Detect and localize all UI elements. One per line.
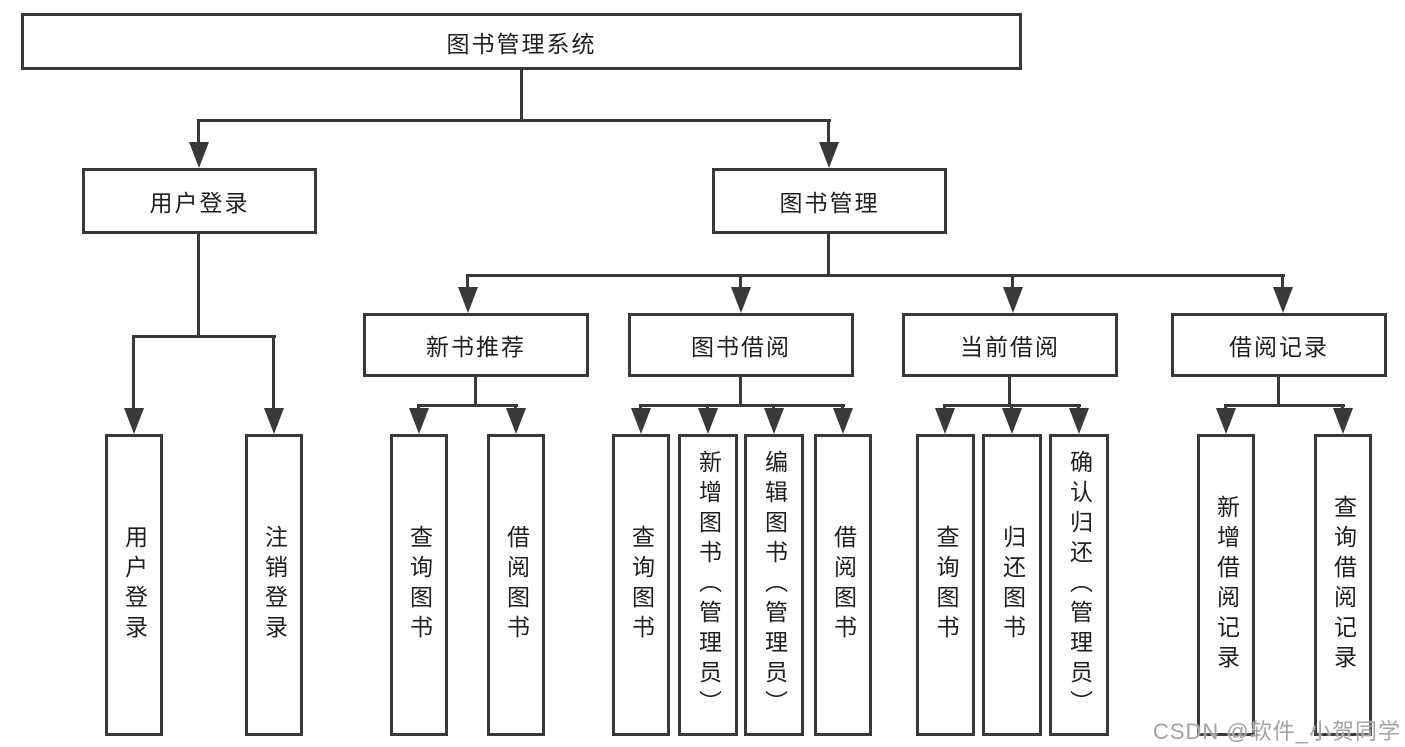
node-label: 查询图书 xyxy=(628,525,655,645)
node-current-borrow: 当前借阅 xyxy=(902,313,1118,377)
arrow-down-icon xyxy=(631,408,651,434)
connector-line xyxy=(1277,377,1280,406)
connector-line xyxy=(1011,275,1014,290)
arrow-down-icon xyxy=(506,408,526,434)
node-label: 注销登录 xyxy=(261,525,288,645)
connector-line xyxy=(272,336,275,411)
arrow-down-icon xyxy=(819,142,839,168)
node-user-login: 用户登录 xyxy=(82,168,317,234)
arrow-down-icon xyxy=(124,408,144,434)
node-label: 图书管理 xyxy=(779,190,880,216)
arrow-down-icon xyxy=(1002,408,1022,434)
connector-line xyxy=(827,234,830,276)
watermark: CSDN @软件_小贺同学 xyxy=(1152,719,1401,744)
arrow-down-icon xyxy=(833,408,853,434)
node-label: 新增借阅记录 xyxy=(1213,495,1240,675)
leaf-query-books-current: 查询图书 xyxy=(916,434,975,736)
connector-line xyxy=(1281,275,1284,290)
leaf-query-borrow-record: 查询借阅记录 xyxy=(1314,434,1372,736)
connector-line xyxy=(197,234,200,337)
node-label: 新书推荐 xyxy=(426,334,526,360)
leaf-query-books-borrow: 查询图书 xyxy=(612,434,670,736)
connector-line xyxy=(197,119,831,122)
leaf-edit-books-admin: 编辑图书（管理员） xyxy=(744,434,804,736)
node-label: 查询图书 xyxy=(933,525,959,645)
node-label: 借阅图书 xyxy=(830,525,857,645)
arrow-down-icon xyxy=(189,142,209,168)
leaf-borrow-books: 借阅图书 xyxy=(814,434,872,736)
arrow-down-icon xyxy=(1216,408,1236,434)
arrow-down-icon xyxy=(1333,408,1353,434)
node-label: 图书借阅 xyxy=(691,334,791,360)
node-label: 图书管理系统 xyxy=(446,30,597,57)
connector-line xyxy=(132,335,276,338)
arrow-down-icon xyxy=(1069,408,1089,434)
node-label: 当前借阅 xyxy=(960,334,1060,360)
node-label: 查询图书 xyxy=(406,525,433,645)
node-root: 图书管理系统 xyxy=(21,13,1022,70)
node-label: 编辑图书（管理员） xyxy=(761,450,788,720)
connector-line xyxy=(466,274,1285,277)
leaf-logout: 注销登录 xyxy=(245,434,303,736)
node-label: 借阅记录 xyxy=(1229,334,1329,360)
arrow-down-icon xyxy=(1273,287,1293,313)
node-label: 确认归还（管理员） xyxy=(1066,450,1093,720)
leaf-add-borrow-record: 新增借阅记录 xyxy=(1197,434,1255,736)
connector-line xyxy=(474,377,477,406)
leaf-query-books-recommend: 查询图书 xyxy=(390,434,448,736)
arrow-down-icon xyxy=(409,408,429,434)
arrow-down-icon xyxy=(458,287,478,313)
node-book-management: 图书管理 xyxy=(712,168,947,234)
connector-line xyxy=(197,120,200,148)
arrow-down-icon xyxy=(1003,287,1023,313)
arrow-down-icon xyxy=(698,408,718,434)
leaf-add-books-admin: 新增图书（管理员） xyxy=(678,434,738,736)
arrow-down-icon xyxy=(264,408,284,434)
node-book-borrow: 图书借阅 xyxy=(628,313,854,377)
connector-line xyxy=(520,69,523,121)
connector-line xyxy=(417,404,518,407)
connector-line xyxy=(132,336,135,411)
node-new-book-recommend: 新书推荐 xyxy=(363,313,589,377)
connector-line xyxy=(1224,404,1345,407)
leaf-borrow-books-recommend: 借阅图书 xyxy=(487,434,545,736)
node-label: 新增图书（管理员） xyxy=(695,450,722,720)
node-label: 用户登录 xyxy=(149,190,250,216)
leaf-return-books: 归还图书 xyxy=(982,434,1042,736)
arrow-down-icon xyxy=(764,408,784,434)
node-label: 借阅图书 xyxy=(503,525,530,645)
node-label: 查询借阅记录 xyxy=(1330,495,1357,675)
connector-line xyxy=(639,404,845,407)
leaf-confirm-return-admin: 确认归还（管理员） xyxy=(1049,434,1109,736)
node-label: 用户登录 xyxy=(121,525,148,645)
arrow-down-icon xyxy=(935,408,955,434)
arrow-down-icon xyxy=(731,287,751,313)
connector-line xyxy=(739,377,742,406)
connector-line xyxy=(827,120,830,148)
node-label: 归还图书 xyxy=(999,525,1026,645)
node-borrow-records: 借阅记录 xyxy=(1171,313,1387,377)
connector-line xyxy=(466,275,469,290)
connector-line xyxy=(1008,377,1011,406)
leaf-user-login: 用户登录 xyxy=(105,434,163,736)
connector-line xyxy=(739,275,742,290)
